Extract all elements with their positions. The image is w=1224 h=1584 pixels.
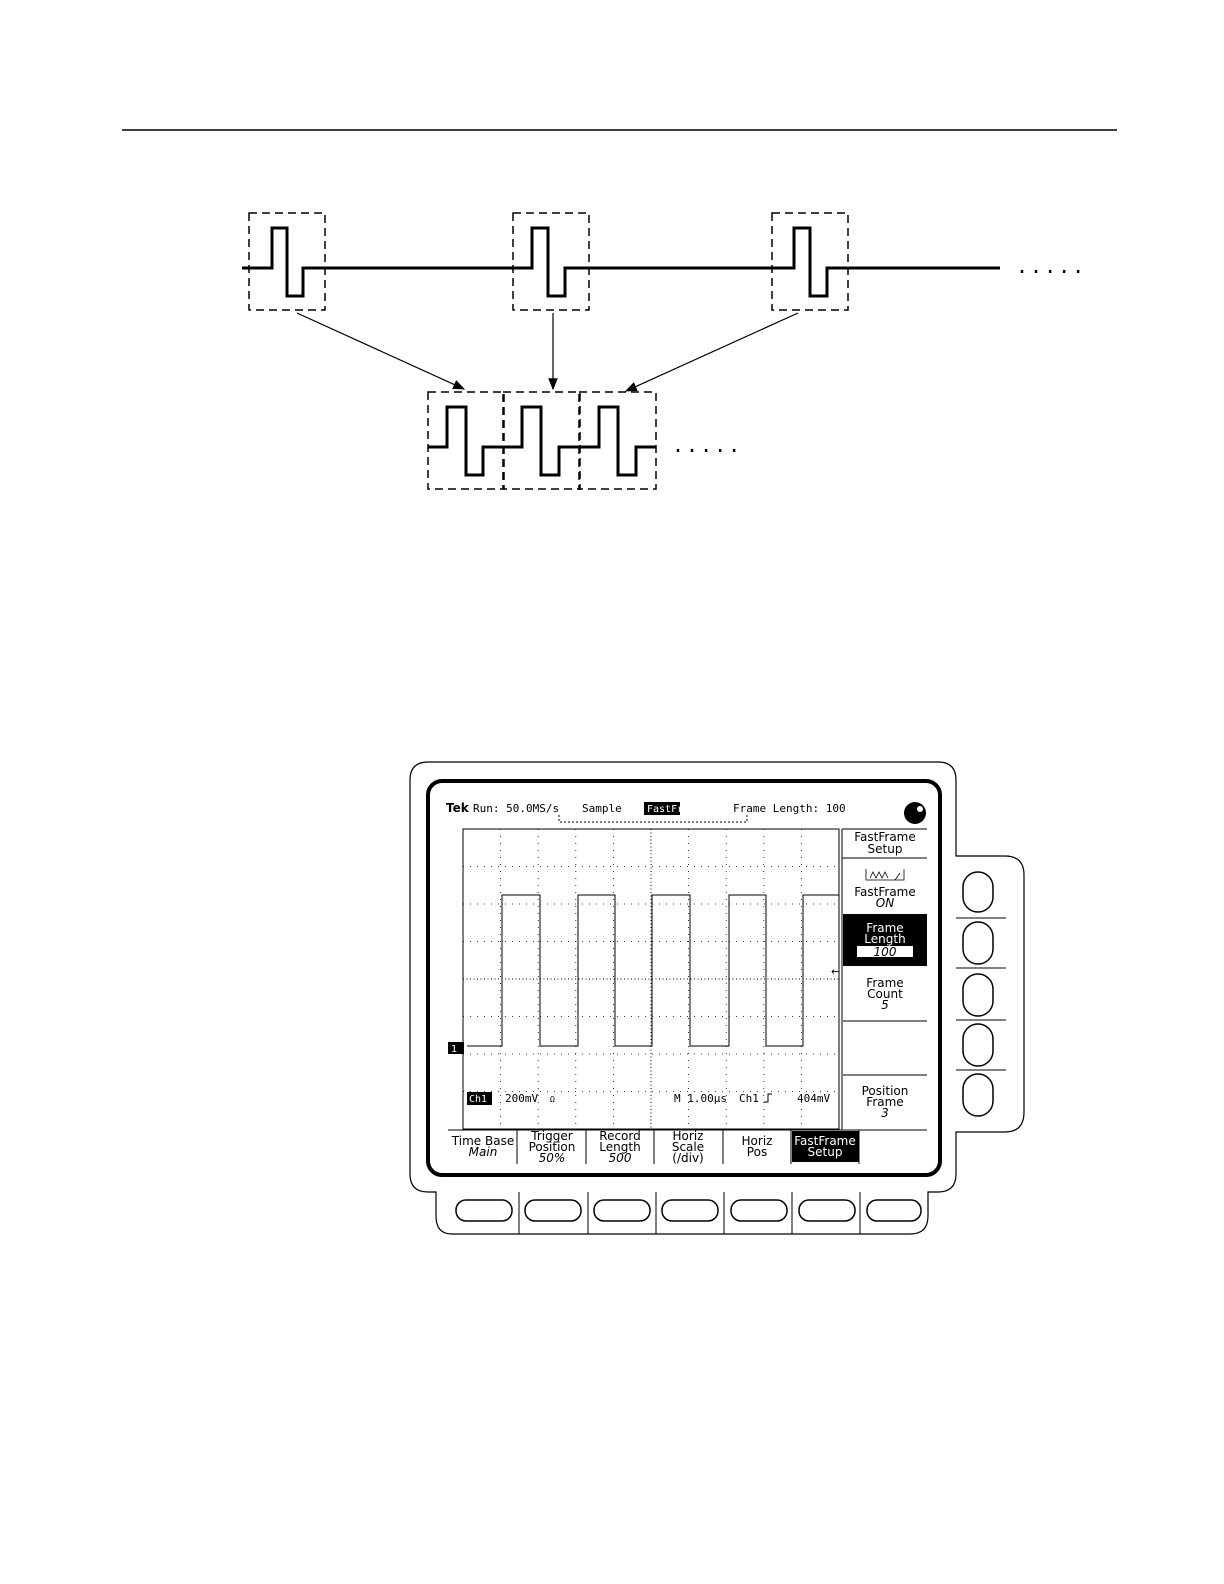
trigger-level-arrow: ← xyxy=(831,965,840,978)
horiz-pos-label-2: Pos xyxy=(747,1145,767,1159)
channel-badge: Ch1 xyxy=(469,1094,487,1105)
continuation-bottom: ..... xyxy=(672,433,742,457)
knob-icon-highlight xyxy=(917,806,923,812)
arrow-frame-1 xyxy=(297,313,464,389)
time-base-value: Main xyxy=(469,1145,498,1159)
fastframe-setup-label-2: Setup xyxy=(808,1145,843,1159)
fastframe-badge: FastFr xyxy=(647,804,683,815)
position-value: 3 xyxy=(881,1106,889,1120)
side-button-4[interactable] xyxy=(963,1024,993,1066)
frame-length-label-2: Length xyxy=(864,932,905,946)
side-button-2[interactable] xyxy=(963,922,993,964)
fastframe-value: ON xyxy=(876,896,894,910)
knob-icon xyxy=(904,802,926,824)
signal-trace xyxy=(242,228,1000,296)
brand-label: Tek xyxy=(446,801,470,815)
side-button-5[interactable] xyxy=(963,1074,993,1116)
impedance: Ω xyxy=(550,1095,555,1104)
side-button-3[interactable] xyxy=(963,974,993,1016)
bottom-button-3[interactable] xyxy=(594,1200,650,1221)
arrow-frame-3 xyxy=(626,313,798,391)
trigger-source: Ch1 xyxy=(739,1092,759,1105)
vertical-scale: 200mV xyxy=(505,1092,538,1105)
acq-mode: Sample xyxy=(582,802,622,815)
bottom-button-7[interactable] xyxy=(867,1200,921,1221)
run-status: Run: 50.0MS/s xyxy=(473,802,559,815)
frame-count-value: 5 xyxy=(881,998,889,1012)
fastframe-diagram: ..... ..... xyxy=(242,213,1086,489)
bottom-button-5[interactable] xyxy=(731,1200,787,1221)
side-menu-title-2: Setup xyxy=(868,842,903,856)
bottom-item-fastframe-setup[interactable]: FastFrame Setup xyxy=(792,1131,859,1162)
horiz-scale-label-3: (/div) xyxy=(672,1151,703,1165)
bottom-button-1[interactable] xyxy=(456,1200,512,1221)
bottom-item-horiz-scale[interactable]: Horiz Scale (/div) xyxy=(672,1129,704,1165)
frame-length-value: 100 xyxy=(874,945,897,959)
bottom-button-4[interactable] xyxy=(662,1200,718,1221)
oscilloscope: Tek Run: 50.0MS/s Sample FastFr Frame Le… xyxy=(410,762,1024,1234)
frame-length-status: Frame Length: 100 xyxy=(733,802,846,815)
bottom-button-2[interactable] xyxy=(525,1200,581,1221)
ground-marker: 1 xyxy=(451,1044,457,1055)
bottom-button-6[interactable] xyxy=(799,1200,855,1221)
side-button-1[interactable] xyxy=(963,872,993,912)
continuation-top: ..... xyxy=(1016,254,1086,278)
side-item-frame-length[interactable]: Frame Length 100 xyxy=(843,914,927,966)
record-length-value: 500 xyxy=(609,1151,632,1165)
trigger-level: 404mV xyxy=(797,1092,830,1105)
trigger-position-value: 50% xyxy=(539,1151,566,1165)
timebase-readout: M 1.00µs xyxy=(674,1092,727,1105)
stacked-trace xyxy=(428,407,656,475)
